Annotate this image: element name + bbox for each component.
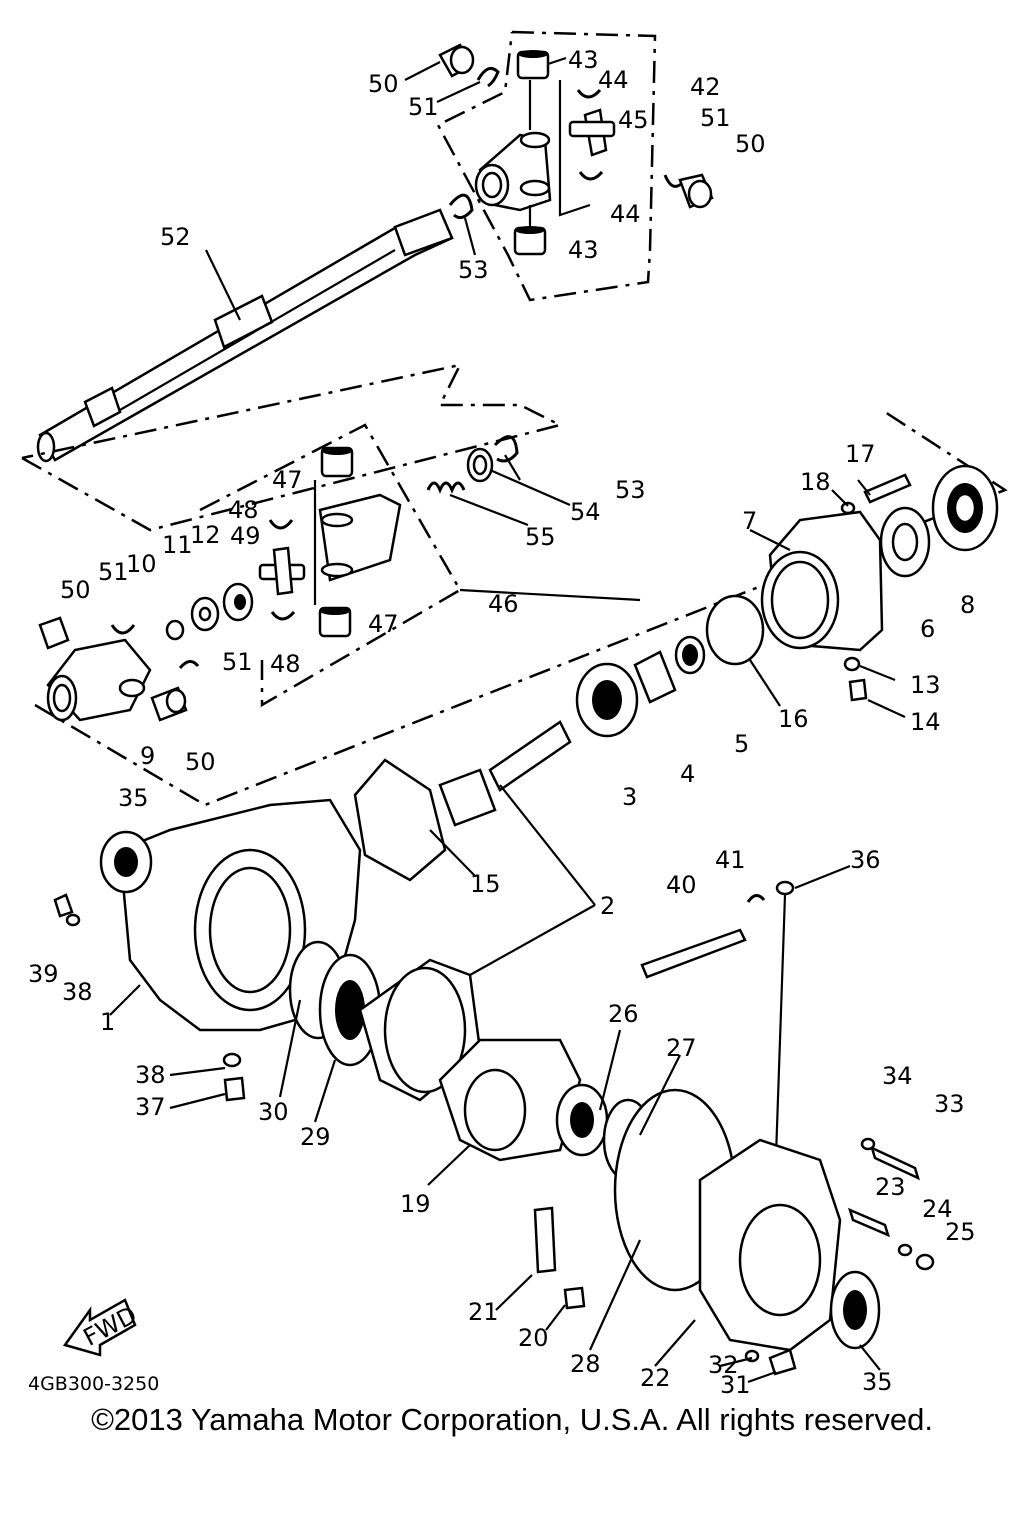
callout-50: 50 — [185, 748, 216, 776]
callout-40: 40 — [666, 871, 697, 899]
u-joint-group-42 — [436, 30, 714, 302]
callout-54: 54 — [570, 498, 601, 526]
flange-9 — [38, 582, 254, 722]
callout-5: 5 — [734, 730, 749, 758]
callout-7: 7 — [742, 507, 757, 535]
callout-51: 51 — [700, 104, 731, 132]
callout-55: 55 — [525, 523, 556, 551]
callout-38: 38 — [62, 978, 93, 1006]
callout-34: 34 — [882, 1062, 913, 1090]
gear-case-cover — [698, 1137, 935, 1376]
drawing-code: 4GB300-3250 — [28, 1373, 159, 1395]
callout-42: 42 — [690, 73, 721, 101]
callout-36: 36 — [850, 846, 881, 874]
callout-45: 45 — [618, 106, 649, 134]
callout-50: 50 — [368, 70, 399, 98]
ring-gear-assembly — [288, 940, 737, 1310]
callout-49: 49 — [230, 522, 261, 550]
callout-17: 17 — [845, 440, 876, 468]
leader-lines — [109, 56, 906, 1384]
callout-30: 30 — [258, 1098, 289, 1126]
spring-collar-set — [426, 435, 519, 494]
gasket-15 — [353, 758, 447, 882]
callout-4: 4 — [680, 760, 695, 788]
callout-14: 14 — [910, 708, 941, 736]
bearing-housing-7 — [438, 464, 999, 827]
callout-51: 51 — [98, 558, 129, 586]
callout-52: 52 — [160, 223, 191, 251]
callout-3: 3 — [622, 783, 637, 811]
callout-53: 53 — [615, 476, 646, 504]
callout-12: 12 — [190, 521, 221, 549]
callout-39: 39 — [28, 960, 59, 988]
callout-10: 10 — [126, 550, 157, 578]
callout-33: 33 — [934, 1090, 965, 1118]
callout-19: 19 — [400, 1190, 431, 1218]
callout-51: 51 — [408, 93, 439, 121]
callout-8: 8 — [960, 591, 975, 619]
callout-13: 13 — [910, 671, 941, 699]
callout-38: 38 — [135, 1061, 166, 1089]
copyright-notice: ©2013 Yamaha Motor Corporation, U.S.A. A… — [91, 1402, 933, 1437]
callout-24: 24 — [922, 1195, 953, 1223]
callout-32: 32 — [708, 1351, 739, 1379]
callout-47: 47 — [272, 466, 303, 494]
callout-18: 18 — [800, 468, 831, 496]
u-joint-group-46 — [199, 423, 462, 708]
callout-50: 50 — [60, 576, 91, 604]
callout-47: 47 — [368, 610, 399, 638]
callout-43: 43 — [568, 46, 599, 74]
callout-15: 15 — [470, 870, 501, 898]
callout-9: 9 — [140, 742, 155, 770]
callout-48: 48 — [270, 650, 301, 678]
callout-25: 25 — [945, 1218, 976, 1246]
callout-26: 26 — [608, 1000, 639, 1028]
callout-35: 35 — [862, 1368, 893, 1396]
callout-6: 6 — [920, 615, 935, 643]
callout-37: 37 — [135, 1093, 166, 1121]
callout-21: 21 — [468, 1298, 499, 1326]
forward-direction-arrow: FWD — [62, 1298, 141, 1357]
callout-11: 11 — [162, 531, 193, 559]
pin-set-40 — [640, 880, 795, 1186]
callout-50: 50 — [735, 130, 766, 158]
callout-46: 46 — [488, 590, 519, 618]
callout-44: 44 — [610, 200, 641, 228]
callout-29: 29 — [300, 1123, 331, 1151]
callout-44: 44 — [598, 66, 629, 94]
callout-28: 28 — [570, 1350, 601, 1378]
callout-35: 35 — [118, 784, 149, 812]
differential-case-1 — [53, 798, 362, 1102]
callout-22: 22 — [640, 1364, 671, 1392]
drive-shaft-52 — [36, 208, 454, 463]
callout-23: 23 — [875, 1173, 906, 1201]
callout-43: 43 — [568, 236, 599, 264]
callout-1: 1 — [100, 1008, 115, 1036]
callout-51: 51 — [222, 648, 253, 676]
callout-16: 16 — [778, 705, 809, 733]
callout-2: 2 — [600, 892, 615, 920]
callout-53: 53 — [458, 256, 489, 284]
callout-41: 41 — [715, 846, 746, 874]
callout-31: 31 — [720, 1371, 751, 1399]
callout-48: 48 — [228, 496, 259, 524]
callout-20: 20 — [518, 1324, 549, 1352]
callout-27: 27 — [666, 1034, 697, 1062]
